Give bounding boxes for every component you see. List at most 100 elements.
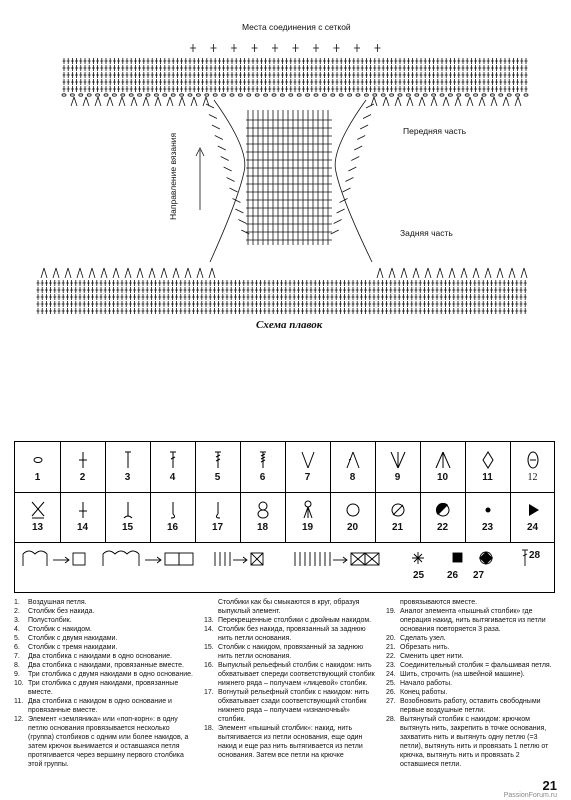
item-number: 14.: [204, 626, 214, 633]
chain-dot: [414, 93, 420, 97]
chain-dot: [70, 93, 75, 97]
item-number: 13.: [204, 617, 214, 624]
fan-stitch: [466, 96, 471, 107]
legend-item: 23. Соединительный столбик = фальшивая пе…: [386, 661, 558, 670]
curve-fan: [357, 135, 366, 140]
chain-dot: [229, 93, 235, 97]
fan-stitch: [424, 267, 429, 279]
fan-stitch: [202, 96, 207, 107]
treble-crochet-icon: [214, 451, 221, 468]
legend-item: Столбики как бы смыкаются в круг, образу…: [204, 598, 376, 616]
fan-stitch: [172, 267, 177, 279]
double-treble-icon: [259, 451, 266, 468]
chain-dot: [112, 93, 117, 97]
fan-stitch: [208, 267, 213, 279]
fan-stitch: [376, 267, 381, 279]
fan-stitch: [91, 267, 96, 279]
legend-item: 8.Два столбика с накидами, провязанные в…: [14, 661, 194, 670]
curve-fan: [359, 124, 369, 130]
fan-stitch: [52, 267, 57, 279]
curve-fan: [362, 114, 372, 119]
fan-stitch: [403, 267, 408, 279]
legend-column-3: провязываются вместе.19.Аналог элемента …: [386, 598, 558, 769]
fan-stitch: [391, 267, 396, 279]
strawberry-icon: [31, 501, 44, 519]
fan-stitch: [94, 96, 99, 107]
item-text: провязываются вместе.: [400, 599, 478, 606]
legend-number: 12: [527, 472, 538, 483]
label-join-points: Места соединения с сеткой: [242, 22, 351, 32]
legend-row-3-graphics: [22, 549, 528, 566]
item-text: Возобновить работу, оставить свободными …: [400, 698, 541, 714]
fan-stitch: [490, 96, 495, 107]
fan-stitch: [406, 96, 411, 107]
item-text: Сменить цвет нити.: [400, 653, 464, 660]
chain-dot: [187, 93, 193, 97]
chain-dot: [481, 93, 487, 97]
item-text: Соединительный столбик = фальшивая петля…: [400, 662, 552, 669]
item-number: 7.: [14, 653, 20, 660]
legend-number: 1: [34, 472, 41, 483]
chain-dot: [204, 93, 210, 97]
chain-dot: [212, 93, 218, 97]
fan-stitch: [85, 96, 90, 107]
item-number: 20.: [386, 635, 396, 642]
legend-cell-5: 5: [195, 448, 240, 483]
chain-dot: [431, 93, 437, 97]
fan-stitch: [40, 267, 45, 279]
legend-column-1: 1.Воздушная петля.2.Столбик без накида.3…: [14, 598, 194, 769]
item-number: 10.: [14, 680, 24, 687]
chain-dot: [330, 93, 336, 97]
square-symbol: [72, 552, 86, 566]
fan-stitch: [481, 96, 486, 107]
chain-dot: [103, 93, 109, 97]
fan-stitch: [496, 267, 501, 279]
fan-stitch: [166, 96, 171, 107]
puff-element-icon: [257, 501, 268, 519]
legend-number: 15: [121, 522, 134, 533]
chain-dot: [179, 93, 185, 97]
item-text: Три столбика с двумя накидами в одно осн…: [28, 671, 193, 678]
item-number: 8.: [14, 662, 20, 669]
item-text: Выпуклый рельефный столбик с накидом: ни…: [218, 662, 375, 687]
legend-number: 26: [447, 570, 459, 581]
page-number: 21: [542, 778, 557, 793]
legend-cell-6: 6: [240, 448, 285, 483]
chain-stitch-icon: [33, 457, 42, 463]
legend-item: 11.Два столбика с накидом в одно основан…: [14, 697, 194, 715]
item-text: Воздушная петля.: [28, 599, 87, 606]
legend-cell-22: 22: [420, 498, 465, 533]
legend-number: 17: [211, 522, 224, 533]
curve-fan: [345, 177, 354, 182]
item-text: Два столбика с накидом в одно основание …: [28, 698, 172, 714]
fan-stitch: [70, 96, 75, 107]
legend-item: 10.Три столбика с двумя накидами, провяз…: [14, 679, 194, 697]
left-curve: [209, 99, 246, 263]
chain-dot: [221, 93, 227, 97]
fan-stitch: [160, 267, 165, 279]
legend-number: 2: [79, 472, 86, 483]
fan-stitch: [478, 96, 483, 107]
fan-stitch: [64, 267, 69, 279]
curve-fan: [238, 219, 247, 224]
legend-cell-10: 10: [420, 448, 465, 483]
item-text: Столбик с тремя накидами.: [28, 644, 118, 651]
item-number: 15.: [204, 644, 214, 651]
chain-dot: [338, 93, 344, 97]
item-number: 23.: [386, 662, 396, 669]
item-number: 6.: [14, 644, 20, 651]
cut-circle-icon: [391, 503, 404, 517]
label-knitting-direction: Направление вязания: [168, 132, 178, 220]
item-text: Столбик без накида.: [28, 608, 95, 615]
legend-cell-1: 1: [15, 448, 60, 483]
item-number: 25.: [386, 680, 396, 687]
curve-fan: [208, 114, 218, 119]
item-text: Обрезать нить.: [400, 644, 450, 651]
chain-dot: [271, 93, 277, 97]
legend-cell-23: 23: [465, 498, 510, 533]
three-dc-joined-one-icon: [481, 451, 494, 469]
item-text: Вытянутый столбик с накидом: крючком выт…: [400, 716, 549, 768]
legend-number: 24: [526, 522, 539, 533]
fan-stitch: [457, 96, 462, 107]
